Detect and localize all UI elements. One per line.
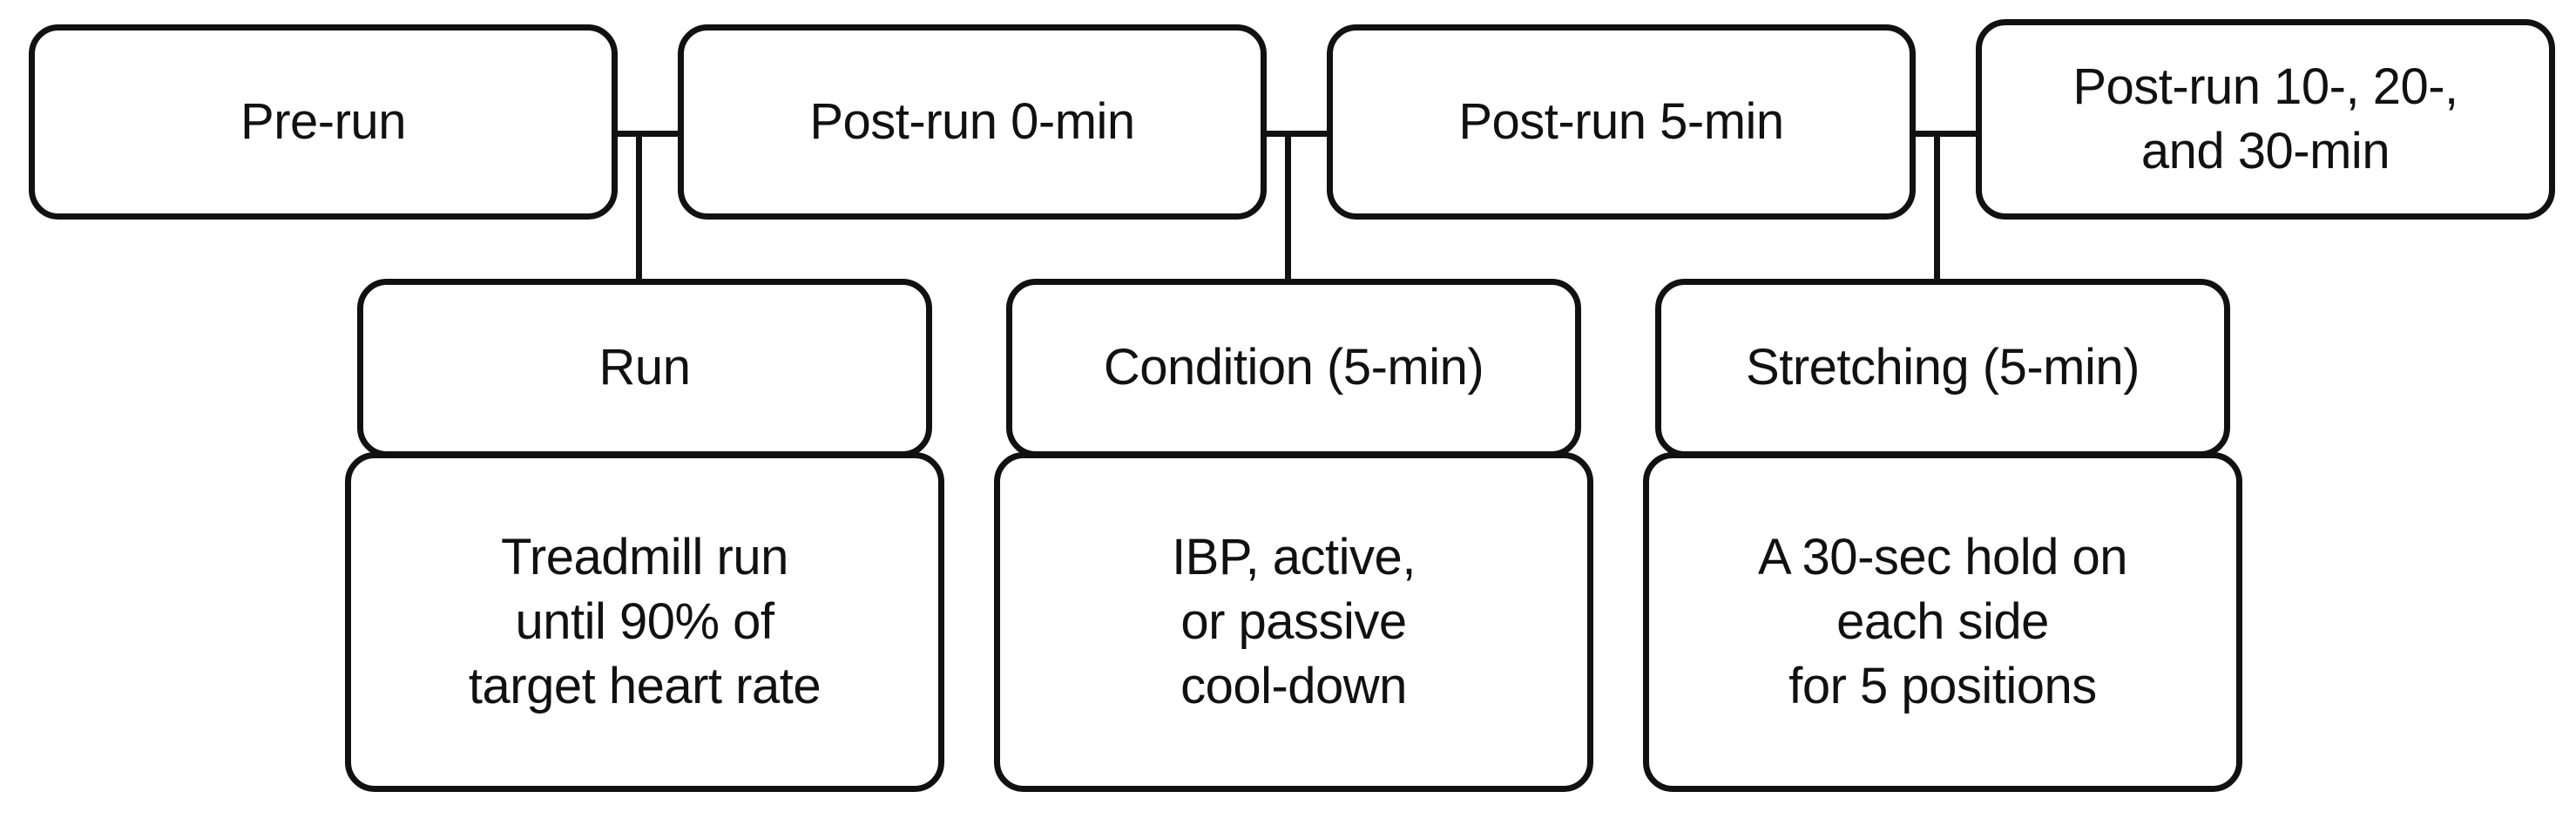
connector-line-to-condition xyxy=(1285,131,1291,283)
connector-line-post-run-0-to-post-run-5 xyxy=(1261,131,1333,137)
timeline-node-post-run-10-20-30[interactable]: Post-run 10-, 20-, and 30-min xyxy=(1976,19,2555,220)
detail-node-condition[interactable]: IBP, active, or passive cool-down xyxy=(994,452,1593,792)
connector-line-pre-run-to-post-run-0 xyxy=(612,131,684,137)
connector-line-to-stretching xyxy=(1934,131,1940,283)
connector-line-to-run xyxy=(636,131,642,283)
activity-node-run[interactable]: Run xyxy=(357,279,932,457)
activity-node-condition-label: Condition (5-min) xyxy=(1103,339,1484,396)
timeline-node-post-run-5[interactable]: Post-run 5-min xyxy=(1327,24,1916,220)
timeline-node-post-run-0-label: Post-run 0-min xyxy=(809,92,1135,150)
detail-node-stretching[interactable]: A 30-sec hold on each side for 5 positio… xyxy=(1643,452,2242,792)
activity-node-run-label: Run xyxy=(598,339,691,396)
timeline-node-post-run-5-label: Post-run 5-min xyxy=(1458,92,1784,150)
timeline-node-pre-run[interactable]: Pre-run xyxy=(29,24,618,220)
detail-node-condition-label: IBP, active, or passive cool-down xyxy=(1172,528,1416,715)
detail-node-run-label: Treadmill run until 90% of target heart … xyxy=(468,528,821,715)
detail-node-stretching-label: A 30-sec hold on each side for 5 positio… xyxy=(1757,528,2128,715)
connector-line-post-run-5-to-post-run-10 xyxy=(1910,131,1982,137)
timeline-node-pre-run-label: Pre-run xyxy=(240,92,406,150)
activity-node-stretching-label: Stretching (5-min) xyxy=(1746,339,2140,396)
timeline-node-post-run-0[interactable]: Post-run 0-min xyxy=(678,24,1267,220)
activity-node-stretching[interactable]: Stretching (5-min) xyxy=(1655,279,2230,457)
activity-node-condition[interactable]: Condition (5-min) xyxy=(1006,279,1581,457)
detail-node-run[interactable]: Treadmill run until 90% of target heart … xyxy=(345,452,944,792)
timeline-node-post-run-10-20-30-label: Post-run 10-, 20-, and 30-min xyxy=(2072,57,2458,179)
